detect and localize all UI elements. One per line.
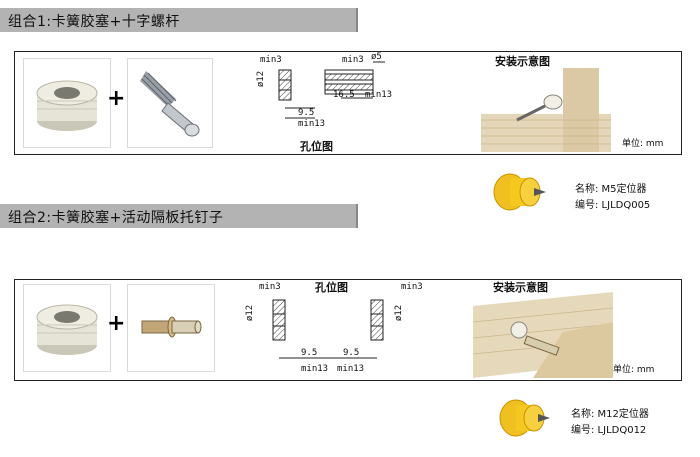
m5-locator-icon	[493, 173, 546, 211]
combo2-panel: + 孔位图 min3 ø12 min3 ø12 9.5 9.5 min13 mi…	[14, 279, 682, 381]
dim-dia12-b: ø12	[394, 304, 405, 322]
m12-locator-code: 编号: LJLDQ012	[571, 425, 647, 436]
cross-screw-icon	[140, 71, 200, 137]
dim-min13-a: min13	[301, 364, 329, 374]
shelf-pin-icon	[141, 316, 202, 338]
dim-dia12: ø12	[256, 70, 267, 88]
combo1-hole-diagram	[278, 61, 385, 119]
combo2-header: 组合2:卡簧胶塞+活动隔板托钉子	[0, 204, 358, 228]
dim-min3-left: min3	[260, 55, 282, 65]
m12-locator-icon	[499, 399, 550, 437]
combo1-install-label: 安装示意图	[495, 55, 550, 68]
dim-min3-a: min3	[259, 282, 281, 292]
plus-sign-2: +	[107, 311, 126, 336]
dim-min13-bottom: min13	[298, 119, 326, 129]
plus-sign-1: +	[107, 86, 126, 111]
m5-locator-name: 名称: M5定位器	[575, 184, 647, 195]
combo1-hole-diagram-label: 孔位图	[300, 140, 333, 153]
combo1-unit: 单位: mm	[622, 139, 664, 149]
combo1-install-diagram	[481, 68, 611, 152]
dim-dia5: ø5	[371, 52, 382, 62]
m5-locator-spec: 名称: M5定位器 编号: LJLDQ005	[575, 182, 650, 214]
combo1-panel: + min3 ø12 min3 ø5 9.5 16.5 min13 min13 …	[14, 51, 682, 155]
combo2-install-label: 安装示意图	[493, 281, 548, 294]
dim-min13-right: min13	[365, 90, 393, 100]
spring-plug-image	[23, 58, 111, 148]
dim-9-5-a: 9.5	[301, 348, 318, 358]
shelf-pin-image	[127, 284, 215, 372]
combo1-header: 组合1:卡簧胶塞+十字螺杆	[0, 8, 358, 32]
dim-16-5: 16.5	[333, 90, 355, 100]
cross-screw-image	[127, 58, 213, 148]
dim-min13-b: min13	[337, 364, 365, 374]
dim-min3-right: min3	[342, 55, 364, 65]
m5-locator-code: 编号: LJLDQ005	[575, 200, 651, 211]
m12-locator-spec: 名称: M12定位器 编号: LJLDQ012	[571, 407, 649, 439]
dim-dia12-a: ø12	[245, 304, 256, 322]
spring-plug-icon	[36, 80, 98, 131]
combo1-title: 组合1:卡簧胶塞+十字螺杆	[8, 14, 180, 30]
dim-min3-b: min3	[401, 282, 423, 292]
combo2-hole-diagram	[272, 299, 384, 359]
dim-9-5: 9.5	[298, 108, 315, 118]
dim-9-5-b: 9.5	[343, 348, 360, 358]
combo2-install-diagram	[473, 292, 613, 378]
spring-plug-image-2	[23, 284, 111, 372]
m12-locator-name: 名称: M12定位器	[571, 409, 649, 420]
combo2-hole-diagram-label: 孔位图	[315, 281, 348, 294]
combo2-title: 组合2:卡簧胶塞+活动隔板托钉子	[8, 210, 224, 226]
spring-plug-icon-2	[36, 304, 98, 355]
combo2-unit: 单位: mm	[613, 365, 655, 375]
